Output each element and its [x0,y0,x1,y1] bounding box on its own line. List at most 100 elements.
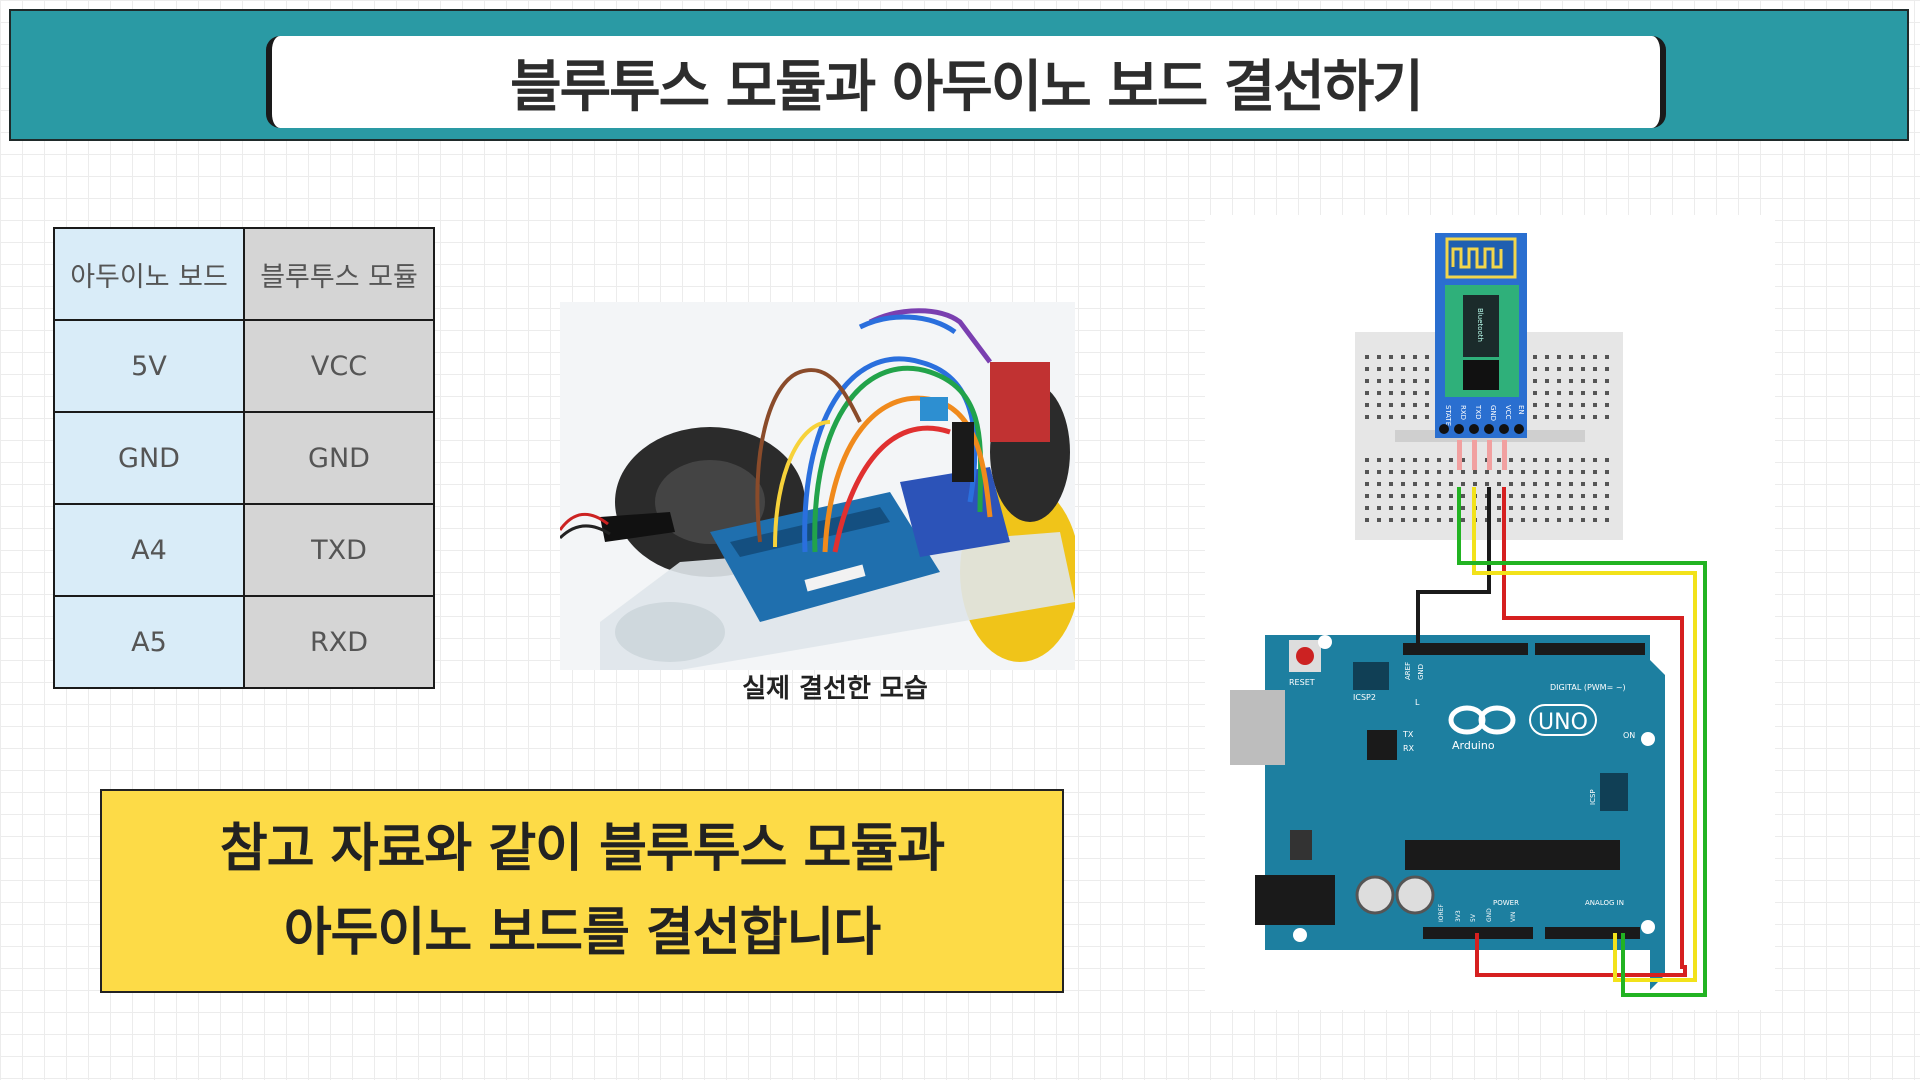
breadboard-hole [1449,482,1453,486]
breadboard-hole [1365,379,1369,383]
instruction-line-1: 참고 자료와 같이 블루투스 모듈과 [219,819,945,879]
cell-arduino: A5 [53,595,245,689]
breadboard-hole [1425,379,1429,383]
breadboard-hole [1377,355,1381,359]
breadboard-hole [1521,458,1525,462]
breadboard-hole [1569,482,1573,486]
breadboard-hole [1557,470,1561,474]
wires [1416,487,1707,997]
robot-car-illustration [558,302,1080,670]
wire-yellow [1472,487,1697,982]
gnd-label-bottom: GND [1486,908,1493,922]
breadboard-hole [1389,482,1393,486]
breadboard-hole [1437,458,1441,462]
breadboard-hole [1545,458,1549,462]
breadboard-hole [1449,458,1453,462]
breadboard-hole [1605,415,1609,419]
table-row: A5 RXD [53,595,435,689]
breadboard-hole [1389,494,1393,498]
breadboard-hole [1437,518,1441,522]
breadboard-hole [1569,355,1573,359]
breadboard-hole [1533,403,1537,407]
cell-bluetooth: RXD [243,595,435,689]
breadboard-hole [1605,458,1609,462]
breadboard-hole [1401,403,1405,407]
breadboard-hole [1401,458,1405,462]
breadboard-hole [1413,379,1417,383]
breadboard-hole [1545,391,1549,395]
reset-label: RESET [1289,678,1315,687]
breadboard-hole [1557,391,1561,395]
breadboard-hole [1413,403,1417,407]
breadboard-hole [1581,506,1585,510]
breadboard-hole [1545,415,1549,419]
power-label: POWER [1493,899,1519,907]
breadboard-hole [1521,506,1525,510]
header-banner: 블루투스 모듈과 아두이노 보드 결선하기 [9,9,1909,141]
breadboard-hole [1401,506,1405,510]
breadboard-hole [1461,518,1465,522]
breadboard-hole [1533,367,1537,371]
breadboard-hole [1377,403,1381,407]
breadboard-hole [1545,379,1549,383]
breadboard-hole [1581,391,1585,395]
breadboard-hole [1401,355,1405,359]
breadboard-hole [1593,458,1597,462]
breadboard-hole [1389,403,1393,407]
breadboard-hole [1449,470,1453,474]
photo-caption: 실제 결선한 모습 [742,674,928,704]
brand-label: Arduino [1452,739,1495,752]
breadboard-hole [1593,355,1597,359]
breadboard-hole [1581,482,1585,486]
breadboard-hole [1449,518,1453,522]
breadboard-hole [1533,470,1537,474]
breadboard-hole [1389,458,1393,462]
breadboard-hole [1605,518,1609,522]
breadboard-hole [1413,355,1417,359]
breadboard-hole [1365,391,1369,395]
breadboard-hole [1377,482,1381,486]
breadboard-hole [1413,458,1417,462]
breadboard-hole [1413,367,1417,371]
breadboard-hole [1605,506,1609,510]
breadboard-hole [1425,355,1429,359]
cell-arduino: A4 [53,503,245,597]
breadboard-hole [1521,518,1525,522]
breadboard-hole [1401,379,1405,383]
breadboard-hole [1545,482,1549,486]
breadboard-hole [1533,518,1537,522]
breadboard-hole [1461,494,1465,498]
breadboard-hole [1533,458,1537,462]
cell-bluetooth: GND [243,411,435,505]
breadboard-hole [1473,470,1477,474]
breadboard-hole [1437,494,1441,498]
breadboard-hole [1365,355,1369,359]
wiring-diagram-svg: Bluetooth STATE RXD TXD GND VCC EN [1230,233,1707,997]
breadboard-hole [1605,379,1609,383]
breadboard-hole [1425,458,1429,462]
breadboard-hole [1569,518,1573,522]
pin-state: STATE [1444,405,1452,426]
breadboard-hole [1605,494,1609,498]
breadboard-hole [1557,518,1561,522]
breadboard-hole [1533,482,1537,486]
breadboard-hole [1437,506,1441,510]
breadboard-hole [1425,367,1429,371]
breadboard-hole [1557,355,1561,359]
breadboard-hole [1593,518,1597,522]
breadboard-hole [1425,518,1429,522]
pin-gnd: GND [1489,405,1497,421]
breadboard-hole [1413,470,1417,474]
breadboard-hole [1593,506,1597,510]
tx-led-label: TX [1402,730,1414,739]
breadboard-hole [1593,470,1597,474]
breadboard-hole [1425,506,1429,510]
breadboard-hole [1365,518,1369,522]
breadboard-hole [1557,367,1561,371]
breadboard-hole [1533,506,1537,510]
header-arduino: 아두이노 보드 [53,227,245,321]
pin-mapping-table: 아두이노 보드 블루투스 모듈 5V VCC GND GND A4 TXD A5… [53,227,435,689]
pin-txd: TXD [1474,404,1482,419]
icsp2-label: ICSP2 [1353,693,1376,702]
breadboard-hole [1377,470,1381,474]
